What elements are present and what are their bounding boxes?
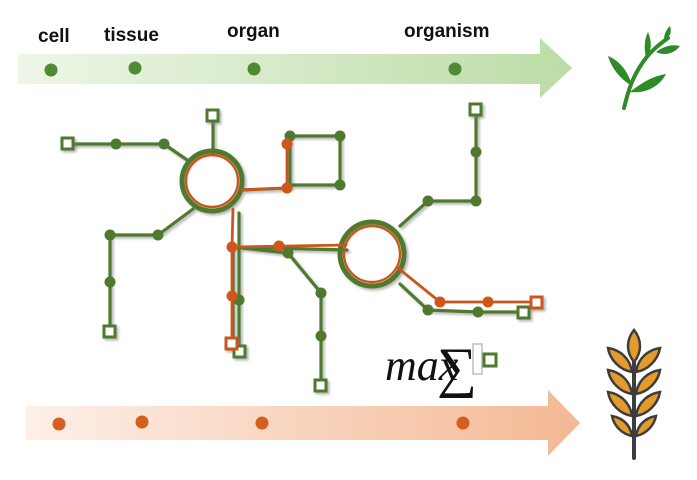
formula-max: max: [385, 341, 459, 390]
scale-dot-tissue: [128, 61, 142, 75]
scale-dot-1: [52, 417, 66, 431]
label-organism: organism: [404, 21, 490, 42]
hub-ring-2: [337, 219, 407, 289]
label-organ: organ: [227, 21, 280, 42]
scale-dot-organism: [448, 62, 462, 76]
hub-ring-1: [179, 148, 245, 214]
wheat-icon: [606, 327, 662, 460]
scale-dot-2: [135, 415, 149, 429]
network-nodes: [104, 130, 484, 342]
variable-square-icon: [472, 343, 498, 375]
scale-dot-organ: [247, 62, 261, 76]
scale-dot-4: [456, 416, 470, 430]
path-nodes: [226, 138, 494, 308]
orange-scale-arrow: [26, 390, 580, 456]
formula-sum-symbol: ∑: [437, 337, 477, 399]
scale-dot-cell: [44, 63, 58, 77]
label-tissue: tissue: [104, 25, 159, 46]
scale-dot-3: [255, 416, 269, 430]
green-scale-arrow: [18, 38, 572, 98]
sprout-icon: [608, 26, 680, 110]
terminal-nodes: [60, 102, 544, 393]
label-cell: cell: [38, 26, 70, 47]
